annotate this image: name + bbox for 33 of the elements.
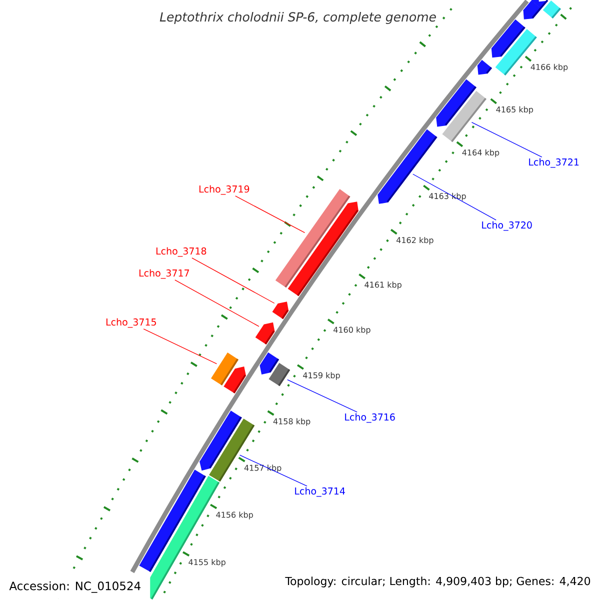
gene-label: Lcho_3714: [295, 487, 345, 497]
gene-label: Lcho_3717: [139, 269, 189, 279]
gene-label: Lcho_3718: [156, 247, 206, 257]
position-label: 4160 kbp: [334, 326, 370, 334]
position-label: 4163 kbp: [429, 192, 466, 201]
gene-label: Lcho_3720: [482, 221, 532, 231]
gene-bar: [211, 352, 238, 386]
leader-line: [239, 454, 308, 486]
position-label: 4157 kbp: [244, 464, 282, 472]
gene-label: Lcho_3721: [529, 158, 579, 168]
position-label: 4164 kbp: [462, 149, 500, 158]
gene-label: Lcho_3719: [199, 185, 250, 195]
position-label: 4158 kbp: [273, 418, 310, 426]
gene-bar: [268, 362, 290, 386]
position-label: 4166 kbp: [530, 64, 568, 72]
gene-label: Lcho_3716: [345, 413, 395, 423]
leader-line: [192, 258, 275, 304]
gene-bar: [272, 302, 289, 320]
accession-label: Accession: NC_010524: [0, 575, 150, 599]
topology-label: Topology: circular; Length: 4,909,403 bp; Genes: 4,420: [285, 576, 590, 588]
gene-bar: [275, 188, 350, 288]
leader-line: [412, 174, 496, 220]
gene-bar: [442, 90, 486, 142]
leader-line: [235, 196, 306, 234]
leader-line: [143, 328, 218, 364]
map-title: Leptothrix cholodnii SP-6, complete genome: [160, 12, 436, 24]
gene-label: Lcho_3715: [106, 318, 156, 328]
position-label: 4162 kbp: [396, 236, 434, 245]
leader-line: [174, 280, 260, 327]
leader-line: [471, 122, 542, 158]
position-label: 4155 kbp: [188, 558, 226, 567]
leader-line: [287, 379, 358, 412]
gene-bar: [255, 322, 275, 344]
